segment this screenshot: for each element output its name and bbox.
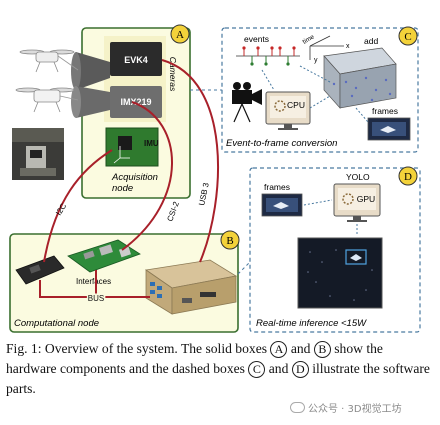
frames-label-d: frames (264, 182, 290, 192)
frames-output-c: frames (367, 106, 411, 141)
cameras-label: Cameras (168, 57, 178, 92)
jetson-device (144, 259, 238, 315)
csi2-cable (121, 101, 173, 251)
caption-text-4: and (265, 361, 292, 376)
drone-illustration (15, 49, 75, 113)
i2c-cable (43, 149, 113, 263)
svg-text:D: D (404, 171, 412, 183)
caption-text-3: show the hardware components and the das… (6, 341, 383, 376)
bus-label: BUS (88, 294, 104, 303)
i2c-label: I2C (54, 202, 68, 218)
interfaces-label: Interfaces (76, 277, 111, 286)
link-b-to-d (237, 261, 251, 275)
interface-board (67, 239, 141, 273)
caption-text-5: illustrate the software parts. (6, 361, 430, 396)
evk4-camera: EVK4 (71, 42, 162, 90)
event-stream: events (236, 34, 300, 66)
imu-board: IMU (105, 127, 159, 167)
acquisition-node-label-1: Acquisition (111, 172, 158, 183)
caption-marker-b: B (313, 341, 331, 358)
caption-text-2: and (287, 341, 314, 356)
svg-text:A: A (176, 29, 184, 41)
computational-node-label: Computational node (14, 318, 99, 329)
drone-pointer-2 (59, 95, 79, 101)
imx219-camera: IMX219 (71, 86, 162, 118)
watermark-text: 公众号 · 3D视觉工坊 (308, 404, 402, 415)
marker-d: D (398, 166, 418, 186)
acquisition-node-label-2: node (112, 183, 133, 194)
figure-caption: Fig. 1: Overview of the system. The soli… (6, 339, 434, 399)
wechat-icon (290, 402, 305, 413)
marker-b: B (220, 230, 240, 250)
y-axis-label: y (314, 57, 318, 64)
frames-input-d: frames (261, 182, 303, 217)
x-axis-label: x (346, 43, 350, 50)
svg-text:C: C (404, 31, 411, 43)
detection-output (297, 237, 383, 309)
imu-controller-board (15, 255, 65, 285)
event-to-frame-label: Event-to-frame conversion (226, 138, 337, 149)
frames-label-c: frames (372, 106, 398, 116)
csi2-label: CSI-2 (165, 200, 181, 223)
system-overview-diagram: EVK4 IMX219 Cameras IMU Acquisition node… (9, 24, 421, 333)
cpu-monitor: CPU (265, 91, 311, 130)
events-label: events (244, 34, 269, 44)
evk4-label: EVK4 (124, 55, 148, 65)
gpu-label: GPU (357, 194, 375, 204)
watermark: 公众号 · 3D视觉工坊 (290, 400, 402, 415)
caption-marker-a: A (270, 341, 288, 358)
flow-arrows-c (261, 65, 369, 123)
rig-photo (12, 128, 64, 180)
caption-marker-d: D (291, 361, 309, 378)
imu-label: IMU (144, 139, 159, 148)
bus-line (39, 280, 150, 298)
gpu-monitor: YOLO GPU (333, 172, 381, 222)
video-camera-icon (232, 82, 262, 123)
svg-text:B: B (226, 235, 233, 247)
yolo-label: YOLO (346, 172, 370, 182)
usb3-cable (161, 59, 220, 263)
imx219-label: IMX219 (120, 97, 151, 107)
cpu-label: CPU (287, 100, 305, 110)
caption-marker-c: C (248, 361, 266, 378)
caption-text-1: Fig. 1: Overview of the system. The soli… (6, 341, 271, 356)
add-label: add (364, 36, 378, 46)
usb3-label: USB 3 (197, 181, 211, 206)
marker-c: C (398, 26, 418, 46)
realtime-inference-label: Real-time inference <15W (256, 318, 367, 329)
drone-pointer-1 (57, 55, 79, 71)
event-volume: time x y add (302, 33, 397, 109)
marker-a: A (170, 24, 190, 44)
flow-arrows-d (303, 199, 358, 236)
